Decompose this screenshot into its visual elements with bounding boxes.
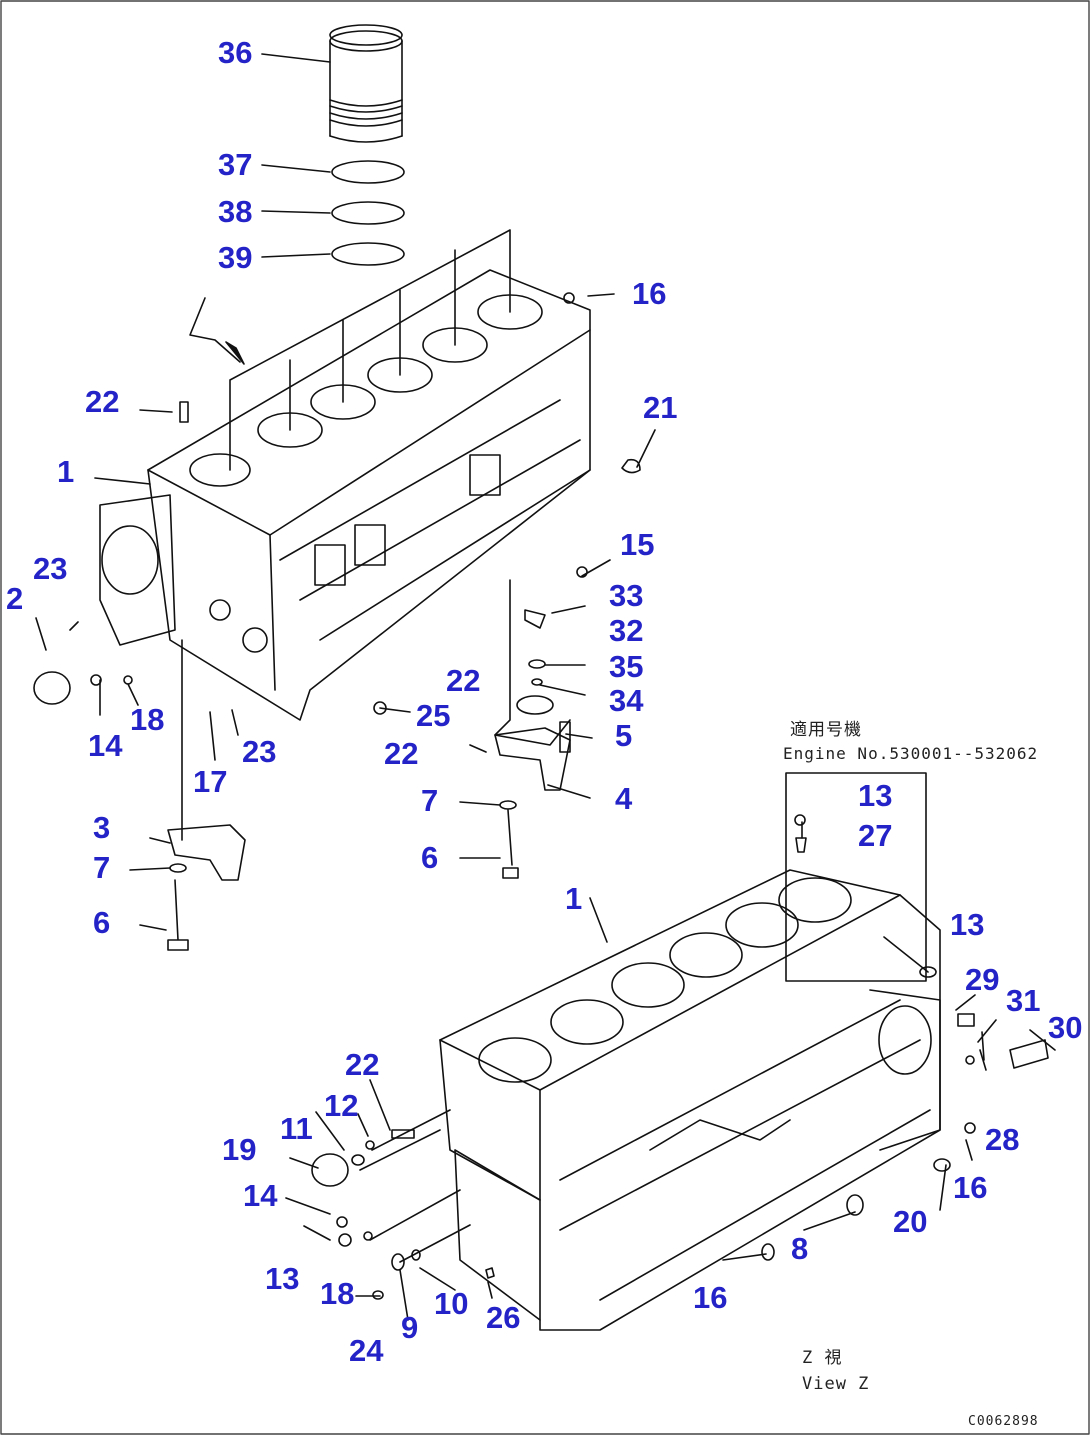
o-ring-38 [331,201,405,225]
callout-20: 20 [893,1204,928,1239]
callout-39: 39 [218,240,253,275]
main-bearing-cap-3 [167,824,246,881]
callout-23: 23 [242,734,277,769]
callout-1: 1 [565,881,583,916]
callout-36: 36 [218,35,253,70]
callout-31: 31 [1006,983,1041,1018]
callout-13: 13 [265,1261,300,1296]
callout-19: 19 [222,1132,257,1167]
view-note-english: View Z [802,1374,870,1394]
callout-18: 18 [130,702,165,737]
cylinder-liner-part [329,24,403,143]
callout-35: 35 [609,649,644,684]
callout-3: 3 [93,810,111,845]
callout-7: 7 [93,850,111,885]
callout-38: 38 [218,194,253,229]
callout-34: 34 [609,683,644,718]
callout-14: 14 [243,1178,278,1213]
callout-17: 17 [193,764,228,799]
callout-1: 1 [57,454,75,489]
callout-18: 18 [320,1276,355,1311]
callout-6: 6 [421,840,439,875]
callout-13: 13 [858,778,893,813]
callout-22: 22 [384,736,419,771]
o-ring-39 [331,242,405,266]
callout-6: 6 [93,905,111,940]
callout-16: 16 [953,1170,988,1205]
callout-23: 23 [33,551,68,586]
callout-22: 22 [446,663,481,698]
engine-note-english: Engine No.530001--532062 [783,744,1039,763]
callout-29: 29 [965,962,1000,997]
callout-5: 5 [615,718,633,753]
callout-15: 15 [620,527,655,562]
callout-11: 11 [280,1111,313,1146]
view-note-japanese: Z 視 [802,1348,843,1368]
plug-21 [621,458,641,474]
callout-9: 9 [401,1310,419,1345]
callout-4: 4 [615,781,633,816]
callout-37: 37 [218,147,253,182]
cylinder-block-lower [439,869,941,1331]
callout-2: 2 [6,581,24,616]
callout-12: 12 [324,1088,359,1123]
main-bearing-cap-4 [494,727,571,791]
callout-22: 22 [345,1047,380,1082]
cap-2 [33,671,71,705]
callout-28: 28 [985,1122,1020,1157]
o-ring-37 [331,160,405,184]
cylinder-block-upper [99,229,591,721]
callout-26: 26 [486,1300,521,1335]
callout-22: 22 [85,384,120,419]
drawing-code: C0062898 [968,1414,1039,1429]
callout-16: 16 [693,1280,728,1315]
engine-note-japanese: 適用号機 [790,720,862,740]
callout-10: 10 [434,1286,469,1321]
callout-7: 7 [421,783,439,818]
dowel-pin-22 [179,401,189,423]
callout-24: 24 [349,1333,384,1368]
plug-16 [563,292,575,304]
callout-21: 21 [643,390,678,425]
callout-13: 13 [950,907,985,942]
callout-27: 27 [858,818,893,853]
callout-14: 14 [88,728,123,763]
callout-8: 8 [791,1231,809,1266]
callout-16: 16 [632,276,667,311]
callout-32: 32 [609,613,644,648]
callout-33: 33 [609,578,644,613]
callout-30: 30 [1048,1010,1083,1045]
callout-25: 25 [416,698,451,733]
